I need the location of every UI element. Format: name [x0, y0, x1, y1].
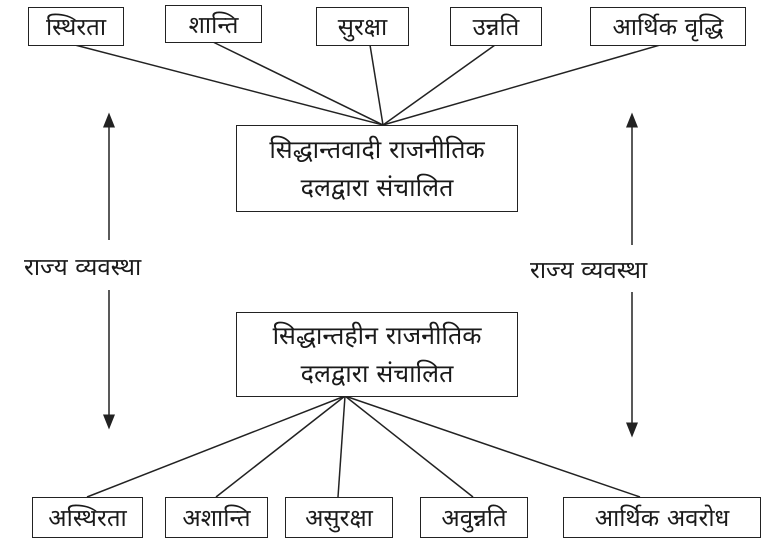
connector-line [382, 44, 496, 126]
connector-line [86, 395, 346, 498]
left-side-label: राज्य व्यवस्था [24, 250, 142, 283]
bottom-outcome-box: अवुन्नति [420, 497, 528, 538]
bottom-outcome-box: अस्थिरता [32, 497, 143, 538]
connector-line [344, 395, 641, 498]
connector-line [215, 395, 346, 498]
unprincipled-party-box: सिद्धान्तहीन राजनीतिक दलद्वारा संचालित [236, 312, 518, 397]
top-outcome-box: स्थिरता [28, 7, 124, 46]
principled-party-line2: दलद्वारा संचालित [300, 172, 454, 202]
top-outcome-box: उन्नति [450, 7, 542, 46]
bottom-outcome-box: अशान्ति [165, 497, 268, 538]
connector-line [337, 395, 346, 498]
connector-line [369, 44, 384, 126]
unprincipled-party-line2: दलद्वारा संचालित [300, 358, 454, 388]
principled-party-line1: सिद्धान्तवादी राजनीतिक [269, 134, 485, 164]
principled-party-box: सिद्धान्तवादी राजनीतिक दलद्वारा संचालित [236, 125, 518, 212]
connector-line [344, 395, 474, 498]
top-outcome-box: आर्थिक वृद्धि [590, 7, 746, 46]
right-side-label: राज्य व्यवस्था [530, 253, 648, 286]
top-outcome-box: शान्ति [165, 5, 262, 43]
connector-line [212, 41, 384, 126]
bottom-outcome-box: असुरक्षा [285, 497, 393, 538]
top-outcome-box: सुरक्षा [316, 7, 409, 46]
connector-line [382, 44, 661, 126]
unprincipled-party-line1: सिद्धान्तहीन राजनीतिक [272, 320, 482, 350]
bottom-outcome-box: आर्थिक अवरोध [563, 497, 761, 538]
connector-line [74, 44, 384, 126]
